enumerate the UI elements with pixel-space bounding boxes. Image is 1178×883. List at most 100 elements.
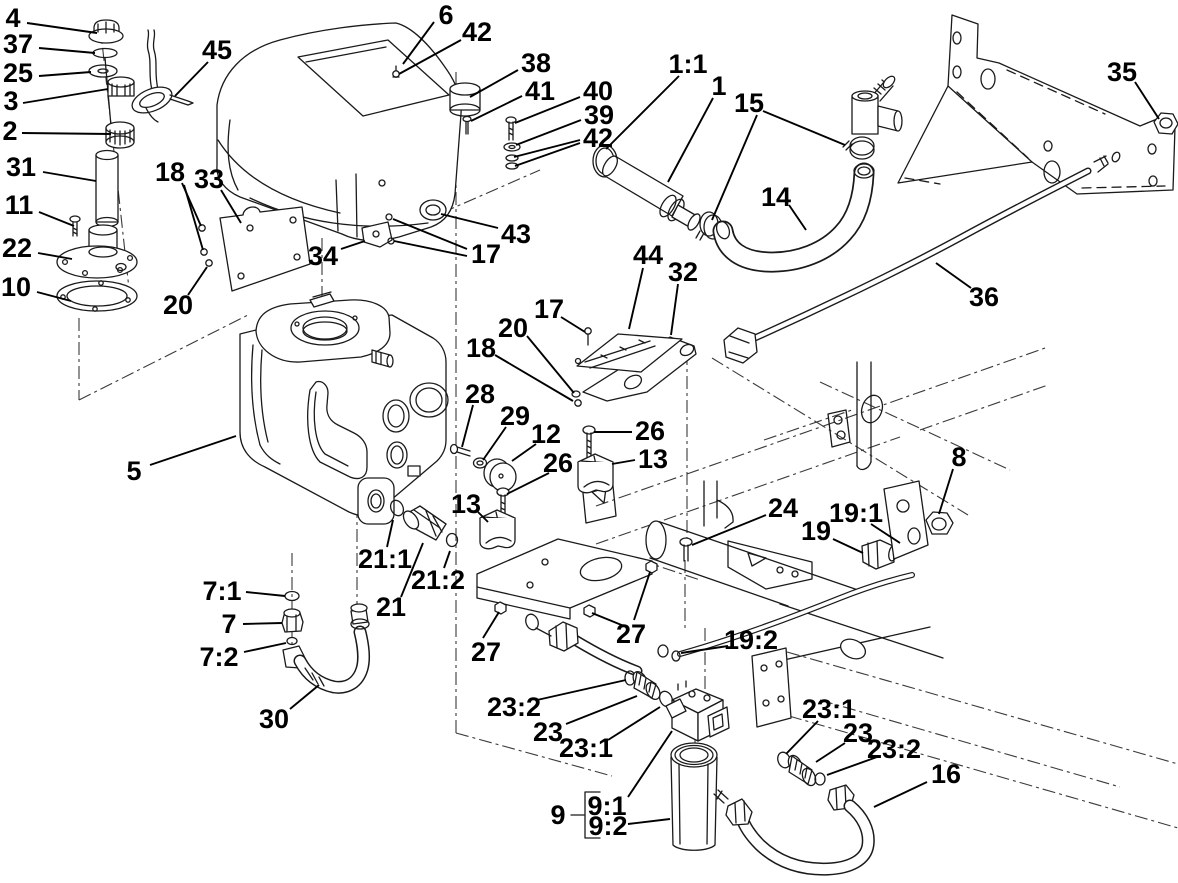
washer-29	[472, 457, 488, 469]
mount-weldment	[476, 538, 653, 620]
leader-line-42	[513, 139, 581, 158]
bolt-26-upper	[582, 425, 596, 459]
callout-label-16: 16	[931, 759, 961, 789]
leader-line-15	[711, 114, 758, 221]
leader-line-32	[670, 283, 679, 336]
hose-to-filter	[525, 613, 643, 677]
leader-line-23	[815, 742, 846, 763]
ring-19-2-b	[671, 650, 681, 662]
disc-12	[483, 458, 517, 492]
callout-label-13: 13	[451, 489, 481, 519]
leader-line-35	[1134, 81, 1160, 120]
elbow-fitting-21	[402, 505, 447, 541]
leader-line-7:2	[243, 642, 287, 653]
ring-7-2	[286, 636, 298, 646]
callout-label-27: 27	[471, 637, 501, 667]
elbow-21-group	[389, 499, 459, 548]
callout-label-1:1: 1:1	[668, 49, 707, 79]
fitting-7	[281, 608, 304, 633]
hose-30	[293, 603, 370, 694]
leader-line-20	[526, 335, 575, 394]
callout-label-9: 9	[550, 800, 565, 830]
leader-line-45	[174, 61, 209, 97]
callout-label-30: 30	[259, 704, 289, 734]
bracket-33	[198, 206, 311, 292]
leader-line-9:1	[627, 730, 673, 798]
callout-label-23: 23	[533, 717, 563, 747]
callout-label-18: 18	[155, 157, 185, 187]
leader-line-27	[591, 612, 625, 627]
callout-label-18: 18	[466, 333, 496, 363]
callout-label-39: 39	[584, 100, 614, 130]
leader-line-42	[514, 142, 581, 167]
callout-label-21: 21	[376, 592, 406, 622]
leader-line-18	[183, 184, 204, 251]
callout-label-19:2: 19:2	[724, 625, 778, 655]
bolt-28	[449, 443, 471, 457]
leader-line-19:2	[680, 645, 729, 654]
ring-37	[92, 47, 118, 59]
clamp-13-upper	[577, 453, 614, 494]
fuel-sender-45	[131, 29, 194, 123]
callout-label-28: 28	[465, 379, 495, 409]
callout-label-19: 19	[801, 516, 831, 546]
callout-label-40: 40	[583, 76, 613, 106]
filter-group	[624, 670, 875, 876]
screw-11	[69, 215, 81, 237]
leader-line-21:2	[443, 550, 451, 569]
tank-side-fitting	[371, 349, 394, 368]
fitting-23-right	[787, 754, 817, 787]
callout-label-42: 42	[583, 123, 613, 153]
leader-line-19	[832, 538, 864, 554]
leader-line-23:1	[785, 720, 819, 755]
leader-line-41	[470, 95, 523, 122]
leader-line-31	[42, 171, 97, 182]
fitting-23-left	[632, 670, 661, 701]
leader-line-6	[402, 21, 435, 65]
o-ring-21-1	[389, 499, 405, 517]
elbow-fitting-top	[851, 75, 903, 135]
callout-label-34: 34	[308, 241, 338, 271]
callout-label-13: 13	[638, 444, 668, 474]
fitting-34	[361, 221, 393, 248]
bolt-24	[679, 537, 693, 562]
mid-hose-group	[525, 572, 915, 677]
tank-top-platform	[255, 291, 391, 363]
callout-label-2: 2	[2, 116, 17, 146]
leader-line-24	[691, 514, 767, 546]
leader-line-37	[38, 47, 96, 54]
filler-tube-31	[95, 149, 119, 228]
leader-line-23:2	[826, 756, 878, 776]
leader-line-33	[220, 189, 242, 224]
filler-stack	[56, 19, 194, 312]
callout-label-22: 22	[2, 233, 32, 263]
callout-label-8: 8	[951, 442, 966, 472]
callout-label-5: 5	[126, 456, 141, 486]
filter-cartridge-9	[670, 742, 718, 851]
leader-line-40	[514, 96, 581, 124]
leader-line-42	[398, 39, 462, 75]
clamp-13-lower	[479, 509, 516, 550]
callout-label-9:1: 9:1	[587, 791, 626, 821]
leader-line-43	[440, 213, 499, 229]
callout-label-31: 31	[6, 152, 36, 182]
callout-label-19:1: 19:1	[829, 498, 883, 528]
suction-tube-assembly	[592, 75, 903, 273]
ring-23-2-right	[814, 772, 826, 786]
callout-label-17: 17	[471, 239, 501, 269]
nut-20-plate	[574, 399, 582, 407]
plug-43	[419, 199, 447, 221]
leader-line-7:1	[245, 591, 286, 597]
leader-line-29	[482, 426, 507, 461]
callout-label-7:2: 7:2	[199, 642, 238, 672]
leader-line-34	[340, 240, 366, 250]
leader-line-28	[461, 404, 474, 448]
callout-label-20: 20	[163, 290, 193, 320]
callout-label-32: 32	[668, 257, 698, 287]
callout-label-15: 15	[734, 88, 764, 118]
callout-label-7:1: 7:1	[202, 576, 241, 606]
callout-label-21:1: 21:1	[358, 544, 412, 574]
leader-line-1:1	[605, 75, 680, 150]
